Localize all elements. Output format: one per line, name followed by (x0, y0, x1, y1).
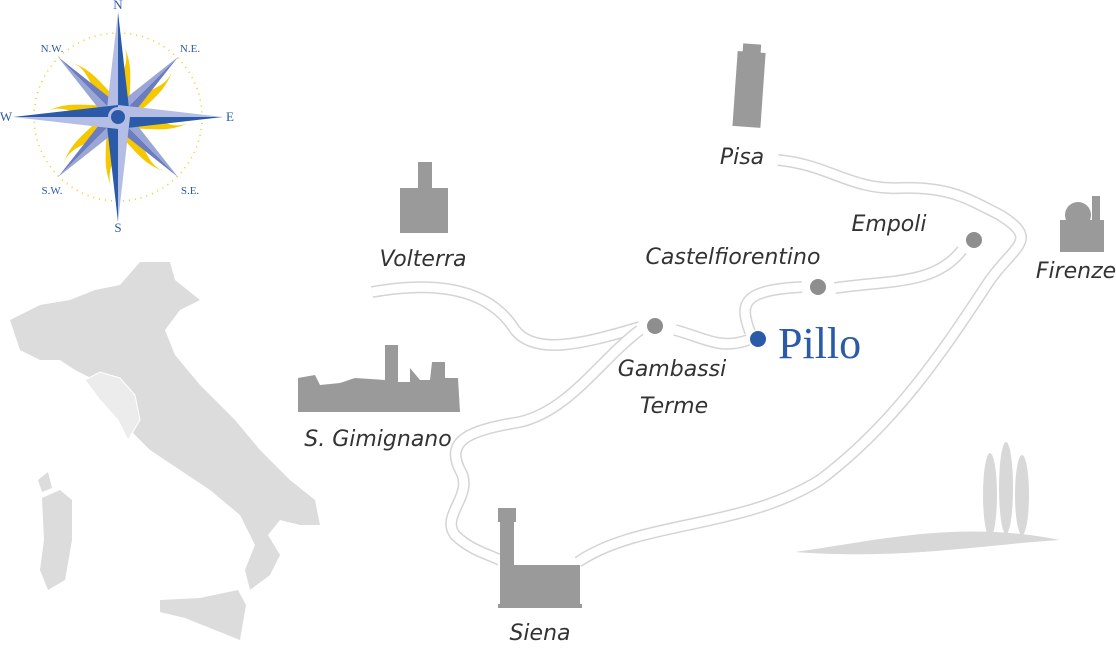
town-dot-pillo[interactable] (750, 331, 766, 347)
compass-se: S.E. (181, 185, 200, 197)
firenze-duomo-icon (1060, 196, 1104, 252)
compass-rose-icon (13, 12, 223, 222)
label-firenze: Firenze (1036, 259, 1116, 284)
compass-e: E (226, 109, 234, 124)
san-gimignano-skyline-icon (298, 345, 460, 412)
roads (370, 154, 1027, 568)
label-san-gimignano: S. Gimignano (304, 427, 451, 452)
label-terme: Terme (640, 394, 708, 419)
label-pillo[interactable]: Pillo (778, 319, 861, 368)
label-gambassi: Gambassi (618, 357, 726, 382)
compass-n: N (113, 0, 123, 12)
volterra-palazzo-icon (400, 162, 448, 233)
pisa-tower-icon (732, 43, 766, 128)
town-dot-gambassi[interactable] (647, 318, 663, 334)
town-dot-empoli[interactable] (966, 232, 982, 248)
italy-map (10, 262, 320, 640)
siena-torre-icon (498, 508, 582, 608)
label-volterra: Volterra (379, 247, 466, 272)
town-dot-castelfiorentino[interactable] (810, 279, 826, 295)
compass-sw: S.W. (42, 185, 63, 197)
label-castelfiorentino: Castelfiorentino (646, 245, 821, 270)
compass-w: W (0, 109, 13, 124)
label-siena: Siena (509, 621, 570, 646)
compass-nw: N.W. (41, 43, 64, 55)
label-empoli: Empoli (852, 212, 927, 237)
compass-ne: N.E. (180, 43, 200, 55)
label-pisa: Pisa (720, 145, 764, 170)
compass-s: S (114, 220, 121, 235)
cypress-hills-icon (795, 442, 1060, 555)
